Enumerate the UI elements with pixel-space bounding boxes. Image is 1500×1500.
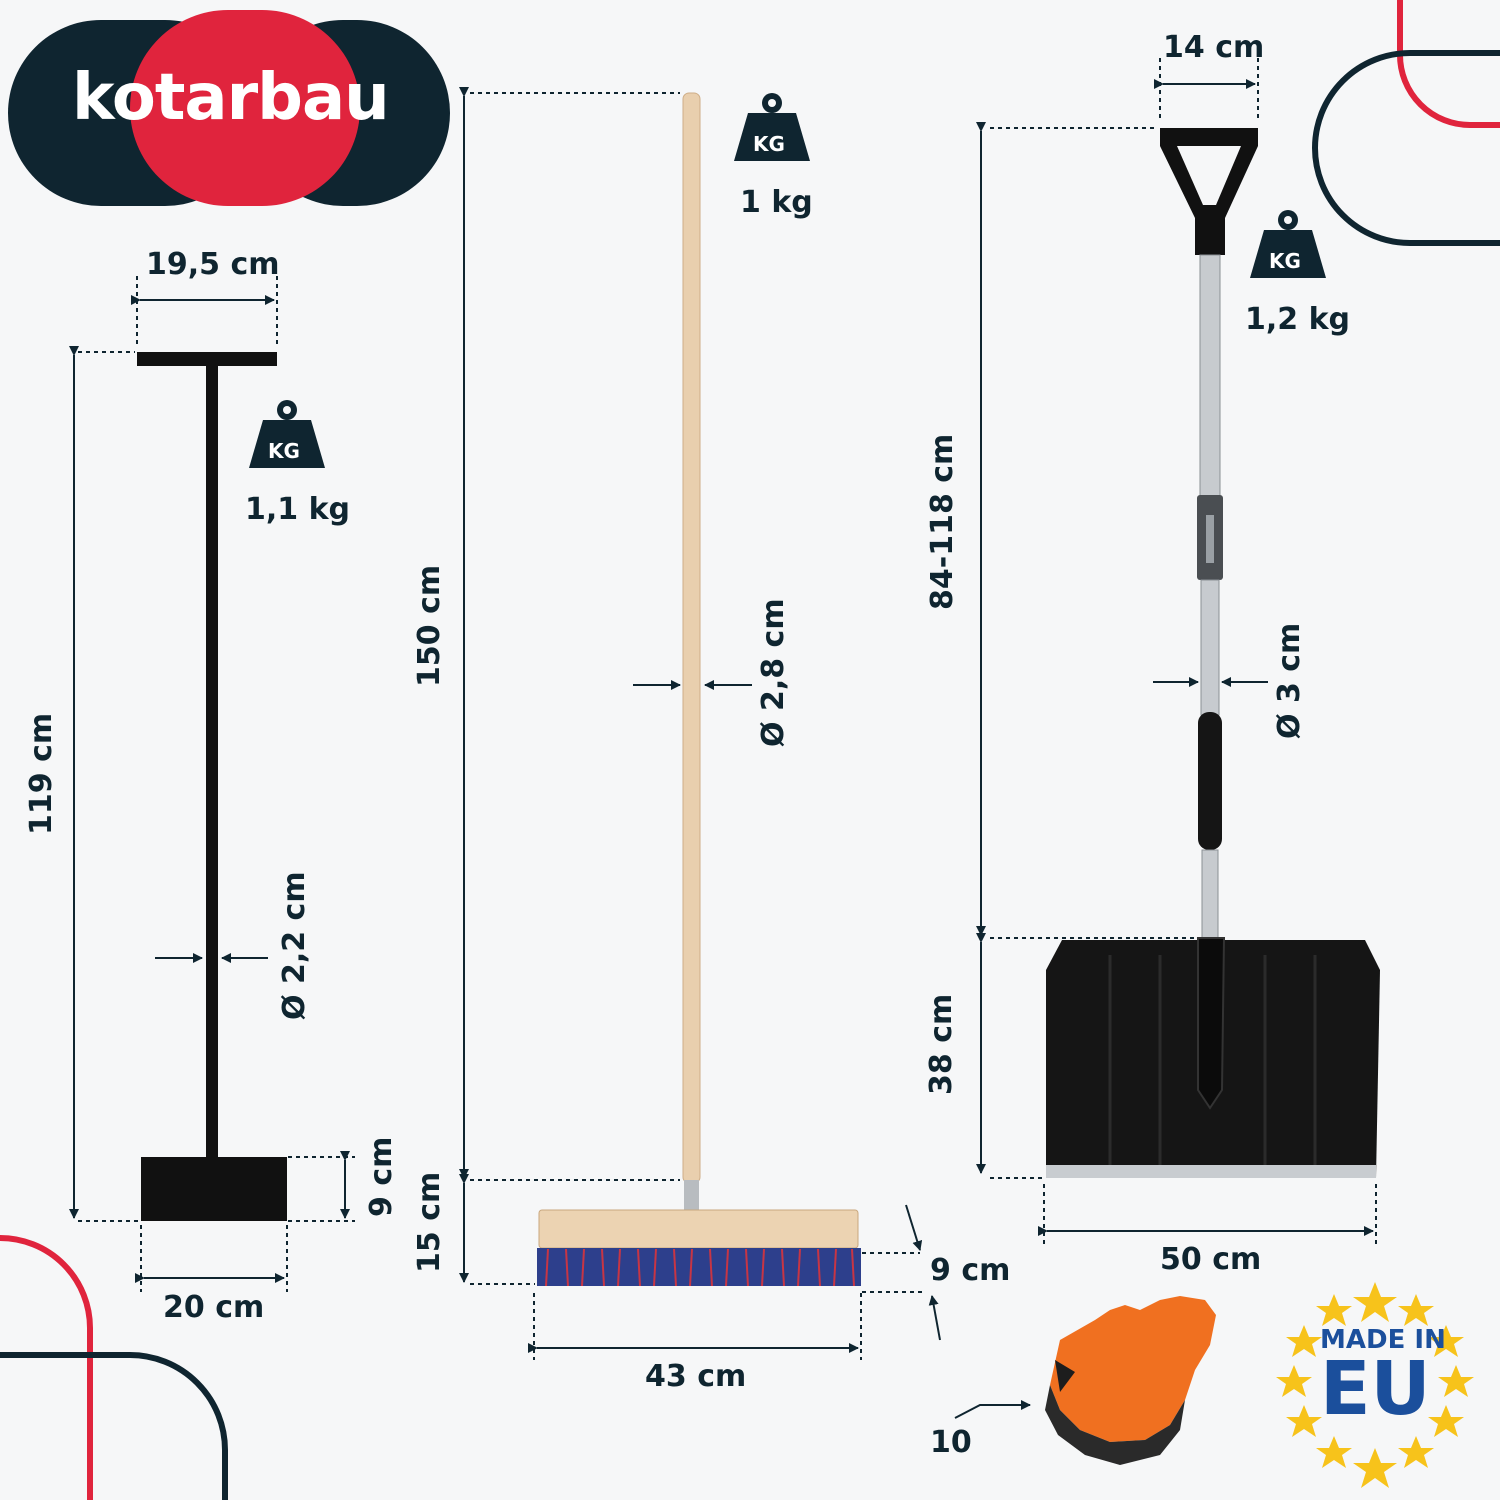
shovel-blade-width-label: 50 cm bbox=[1160, 1242, 1262, 1277]
scraper-blade-width-label: 20 cm bbox=[163, 1290, 265, 1325]
made-in-eu-badge bbox=[1276, 1282, 1474, 1488]
broom-head-height-label: 15 cm bbox=[412, 1171, 447, 1273]
gloves-callout-line bbox=[954, 1400, 1031, 1419]
broom-head-width-label: 43 cm bbox=[645, 1359, 747, 1394]
scraper-blade-height-label: 9 cm bbox=[364, 1136, 399, 1217]
weight-icon-label: KG bbox=[753, 132, 785, 156]
ice-scraper-image bbox=[137, 352, 287, 1221]
scraper-dimension-lines bbox=[69, 276, 355, 1292]
broom-image bbox=[537, 92, 861, 1287]
broom-diameter-label: Ø 2,8 cm bbox=[756, 598, 791, 747]
shovel-diameter-label: Ø 3 cm bbox=[1272, 622, 1307, 739]
scraper-top-width-label: 19,5 cm bbox=[146, 247, 280, 282]
shovel-dimension-lines bbox=[976, 58, 1377, 1245]
weight-icon-label: KG bbox=[268, 439, 300, 463]
brand-name: kotarbau bbox=[72, 61, 390, 135]
shovel-weight-label: 1,2 kg bbox=[1245, 302, 1351, 337]
shovel-handle-width-label: 14 cm bbox=[1163, 30, 1265, 65]
gloves-size-label: 10 bbox=[930, 1425, 972, 1460]
eu-stars bbox=[1276, 1282, 1474, 1488]
brand-logo-shapes bbox=[8, 10, 450, 206]
scraper-weight-label: 1,1 kg bbox=[245, 492, 351, 527]
eu-label: EU bbox=[1320, 1346, 1431, 1432]
broom-dimension-lines bbox=[459, 87, 941, 1360]
broom-head-depth-label: 9 cm bbox=[930, 1253, 1011, 1288]
snow-shovel-image bbox=[1046, 128, 1380, 1178]
made-in-label: MADE IN bbox=[1320, 1325, 1446, 1355]
scraper-height-label: 119 cm bbox=[24, 712, 59, 835]
shovel-blade-height-label: 38 cm bbox=[924, 993, 959, 1095]
weight-icon-label: KG bbox=[1269, 249, 1301, 273]
broom-length-label: 150 cm bbox=[412, 564, 447, 687]
shovel-handle-length-label: 84-118 cm bbox=[925, 433, 960, 610]
scraper-diameter-label: Ø 2,2 cm bbox=[277, 871, 312, 1020]
gloves-image bbox=[1045, 1296, 1216, 1465]
broom-weight-label: 1 kg bbox=[740, 185, 813, 220]
